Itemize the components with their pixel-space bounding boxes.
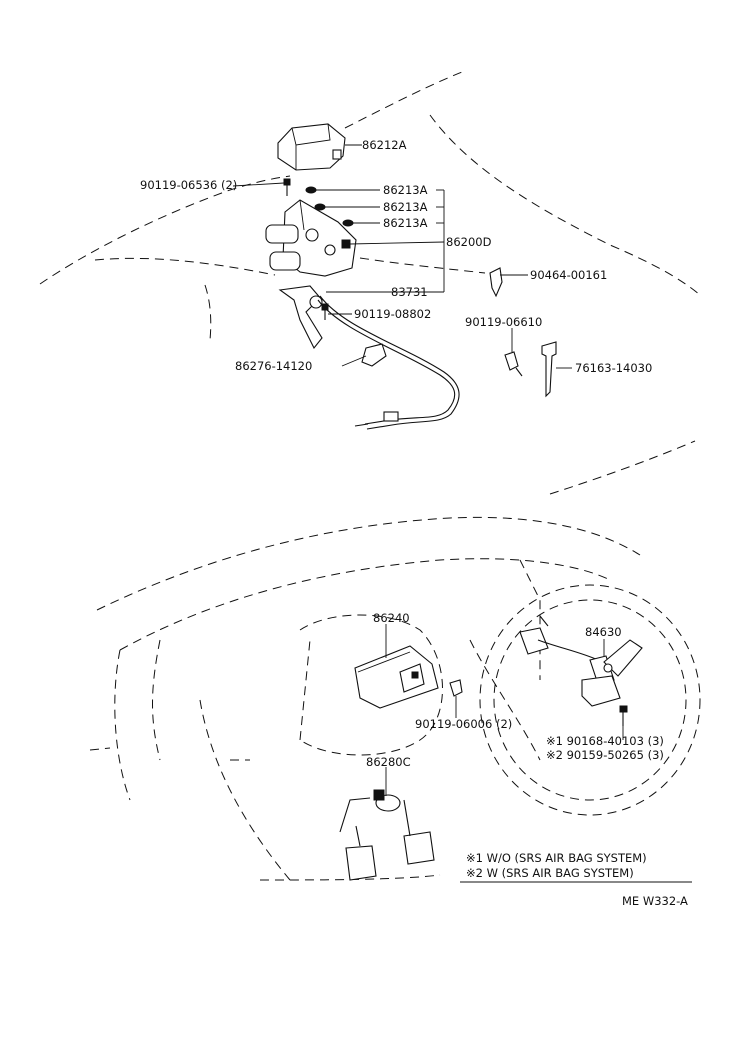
pedal-set [339, 797, 435, 881]
note-wo-srs: ※1 W/O (SRS AIR BAG SYSTEM) [466, 851, 647, 865]
label-90119-06610: 90119-06610 [465, 315, 542, 329]
bolt-90119-06006 [449, 679, 463, 697]
cover-86212a [277, 123, 346, 171]
label-86213a-3: 86213A [383, 216, 428, 230]
label-86212a: 86212A [362, 138, 407, 152]
label-90119-06536: 90119-06536 (2) [140, 178, 237, 192]
label-86213a-1: 86213A [383, 183, 428, 197]
steering-wheel [479, 584, 701, 816]
actuator-86200d [265, 199, 357, 277]
dashboard-outline [89, 440, 696, 881]
lower-labels: 86240 84630 90119-06006 (2) ※1 90168-401… [366, 611, 664, 769]
label-86280c: 86280C [366, 755, 411, 769]
label-90159-50265: ※2 90159-50265 (3) [546, 748, 664, 762]
clamp-86276-14120 [361, 343, 387, 367]
label-86213a-2: 86213A [383, 200, 428, 214]
note-box: ※1 W/O (SRS AIR BAG SYSTEM) ※2 W (SRS AI… [460, 851, 692, 883]
label-76163-14030: 76163-14030 [575, 361, 652, 375]
label-90168-40103: ※1 90168-40103 (3) [546, 734, 664, 748]
screw-90168-90159 [619, 705, 628, 726]
label-83731: 83731 [391, 285, 428, 299]
drawing-code: ME W332-A [622, 894, 688, 908]
label-90464-00161: 90464-00161 [530, 268, 607, 282]
upper-leader-lines [232, 144, 572, 369]
label-84630: 84630 [585, 625, 622, 639]
computer-86240 [354, 645, 439, 709]
bolt-90119-06610 [504, 351, 523, 377]
switch-84630 [519, 615, 643, 707]
clip-90464-00161 [489, 267, 503, 298]
label-86276-14120: 86276-14120 [235, 359, 312, 373]
screw-90119-06536 [283, 178, 291, 196]
label-90119-08802: 90119-08802 [354, 307, 431, 321]
switch-86280c [373, 789, 401, 812]
upper-body-outline [39, 71, 701, 341]
lower-leader-lines [385, 624, 624, 796]
bracket-86276-14120 [278, 285, 323, 350]
clip-86213a-set [305, 186, 354, 227]
screw-90119-08802 [321, 303, 329, 320]
upper-labels: 86212A 90119-06536 (2) 86213A 86213A 862… [140, 138, 652, 375]
note-w-srs: ※2 W (SRS AIR BAG SYSTEM) [466, 866, 634, 880]
label-90119-06006: 90119-06006 (2) [415, 717, 512, 731]
bracket-76163-14030 [541, 341, 557, 398]
label-86200d: 86200D [446, 235, 492, 249]
label-86240: 86240 [373, 611, 410, 625]
cable-assembly [317, 295, 460, 430]
